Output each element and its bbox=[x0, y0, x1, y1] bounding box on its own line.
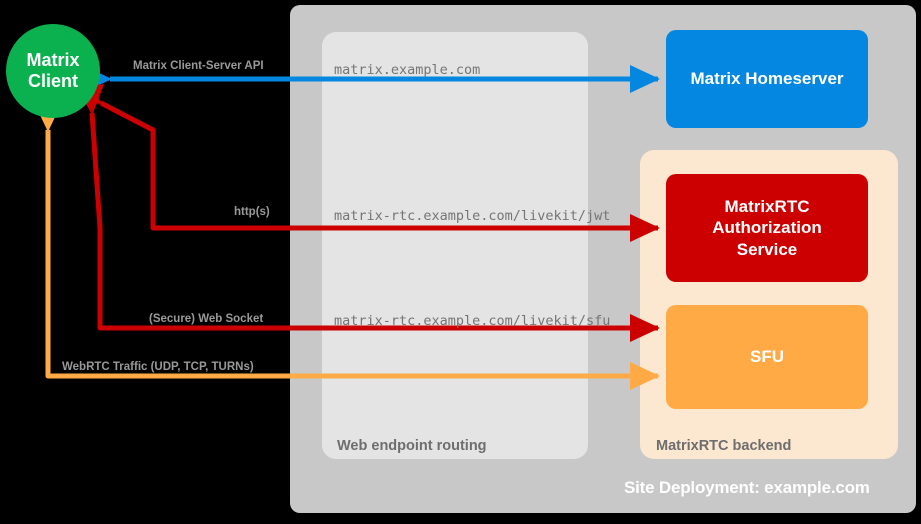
matrix-homeserver-label: Matrix Homeserver bbox=[690, 69, 844, 88]
auth-service-label-line1: MatrixRTC bbox=[724, 197, 810, 217]
endpoint-label-livekit-jwt: matrix-rtc.example.com/livekit/jwt bbox=[334, 208, 611, 224]
flow-label-client-server-api: Matrix Client-Server API bbox=[133, 60, 264, 72]
auth-service-label-line2: Authorization bbox=[712, 218, 822, 238]
flow-label-websocket: (Secure) Web Socket bbox=[149, 313, 264, 325]
flow-label-webrtc: WebRTC Traffic (UDP, TCP, TURNs) bbox=[62, 361, 254, 373]
sfu-label: SFU bbox=[750, 347, 784, 366]
endpoint-label-matrix: matrix.example.com bbox=[334, 62, 481, 78]
matrix-client-label-line1: Matrix bbox=[26, 49, 80, 70]
web-endpoint-routing-label: Web endpoint routing bbox=[337, 438, 487, 454]
matrix-client-label-line2: Client bbox=[27, 71, 78, 91]
matrixrtc-backend-label: MatrixRTC backend bbox=[656, 438, 792, 454]
node-sfu[interactable]: SFU bbox=[666, 305, 868, 409]
node-matrixrtc-authorization-service[interactable]: MatrixRTC Authorization Service bbox=[666, 174, 868, 282]
auth-service-label-line3: Service bbox=[736, 239, 798, 259]
web-endpoint-routing-container bbox=[322, 32, 588, 459]
node-matrix-homeserver[interactable]: Matrix Homeserver bbox=[666, 30, 868, 128]
node-matrix-client[interactable]: Matrix Client bbox=[6, 24, 100, 118]
site-deployment-label: Site Deployment: example.com bbox=[624, 478, 870, 497]
endpoint-label-livekit-sfu: matrix-rtc.example.com/livekit/sfu bbox=[334, 313, 611, 329]
flow-label-https: http(s) bbox=[234, 206, 270, 218]
